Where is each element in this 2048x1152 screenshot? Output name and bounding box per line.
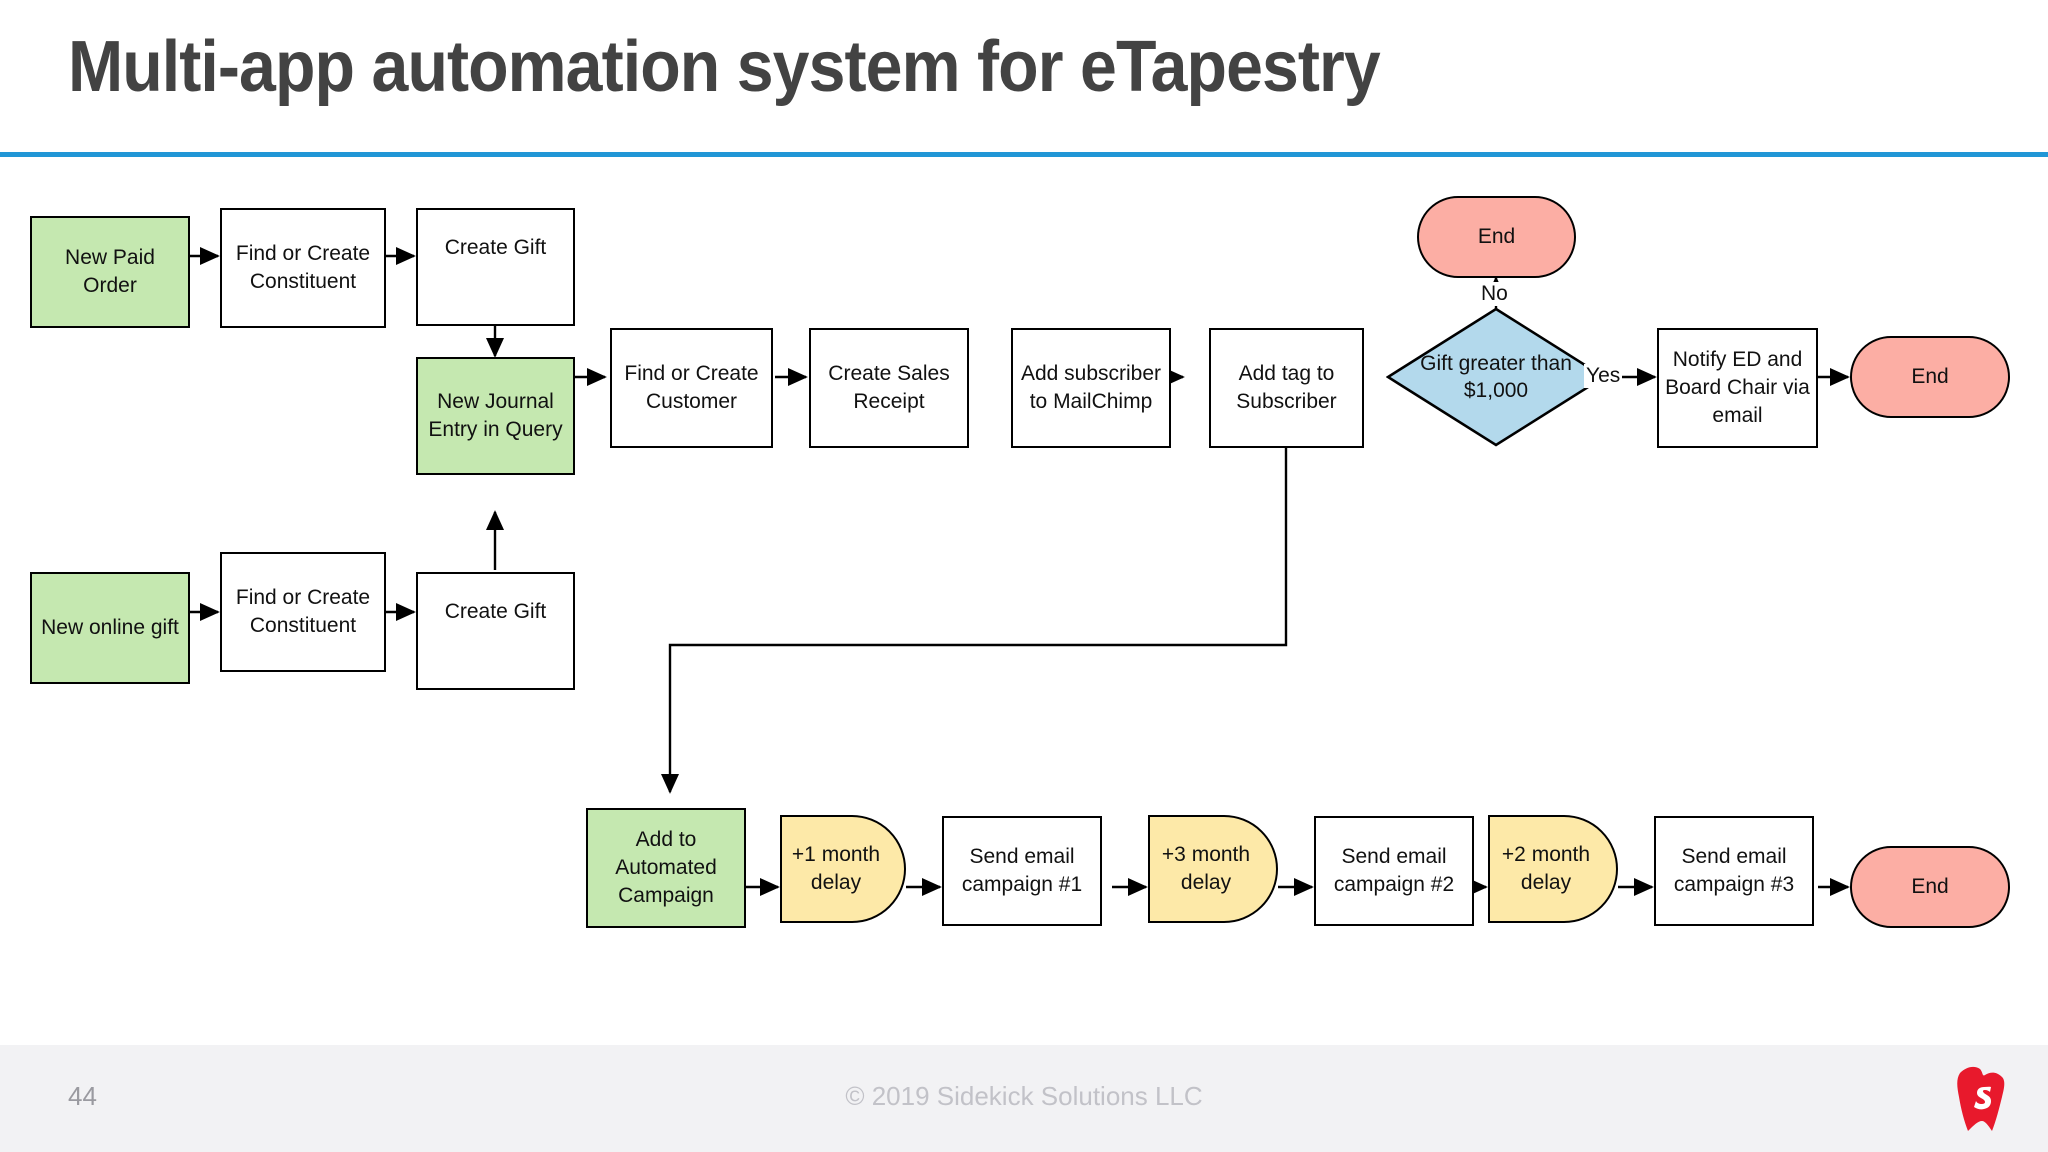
node-label: End (1477, 225, 1516, 248)
node-label: End (1911, 875, 1949, 898)
node-label: Add to Automated Campaign (615, 828, 717, 907)
diamond-shape (1386, 307, 1606, 447)
node-label: Add tag to Subscriber (1236, 362, 1337, 413)
node-label: +1 month delay (791, 843, 881, 894)
node-add-to-automated-campaign[interactable]: Add to Automated Campaign (586, 808, 746, 928)
node-label: Notify ED and Board Chair via email (1665, 348, 1810, 427)
title-zone: Multi-app automation system for eTapestr… (0, 0, 2048, 150)
node-find-or-create-constituent-1[interactable]: Find or Create Constituent (220, 208, 386, 328)
node-send-email-campaign-3[interactable]: Send email campaign #3 (1654, 816, 1814, 926)
title-divider (0, 152, 2048, 157)
copyright-text: © 2019 Sidekick Solutions LLC (845, 1081, 1203, 1111)
node-send-email-campaign-2[interactable]: Send email campaign #2 (1314, 816, 1474, 926)
node-label: Find or Create Constituent (235, 586, 371, 637)
node-delay-2-month[interactable]: +2 month delay (1488, 815, 1618, 923)
node-find-or-create-customer[interactable]: Find or Create Customer (610, 328, 773, 448)
node-create-gift-1[interactable]: Create Gift (416, 208, 575, 326)
flowchart-canvas: New Paid Order Find or Create Constituen… (0, 160, 2048, 1040)
node-label: New Journal Entry in Query (428, 390, 563, 441)
node-find-or-create-constituent-2[interactable]: Find or Create Constituent (220, 552, 386, 672)
edge-label-yes: Yes (1584, 364, 1623, 388)
node-label: New online gift (41, 616, 179, 640)
slide-footer: 44 © 2019 Sidekick Solutions LLC (0, 1045, 2048, 1152)
node-label: Create Sales Receipt (828, 362, 950, 413)
node-label: New Paid Order (65, 246, 155, 297)
node-delay-1-month[interactable]: +1 month delay (780, 815, 906, 923)
node-new-journal-entry-in-query[interactable]: New Journal Entry in Query (416, 357, 575, 475)
edge-label-no: No (1479, 282, 1510, 306)
node-label: Create Gift (444, 600, 547, 623)
node-new-paid-order[interactable]: New Paid Order (30, 216, 190, 328)
node-end-campaign[interactable]: End (1850, 846, 2010, 928)
node-label: Create Gift (444, 236, 547, 259)
node-label: Send email campaign #2 (1333, 845, 1455, 896)
node-add-subscriber-to-mailchimp[interactable]: Add subscriber to MailChimp (1011, 328, 1171, 448)
node-add-tag-to-subscriber[interactable]: Add tag to Subscriber (1209, 328, 1364, 448)
node-label: End (1911, 365, 1949, 388)
node-label: +2 month delay (1501, 843, 1591, 894)
node-label: +3 month delay (1161, 843, 1251, 894)
node-label: Find or Create Customer (624, 362, 759, 413)
node-create-sales-receipt[interactable]: Create Sales Receipt (809, 328, 969, 448)
node-send-email-campaign-1[interactable]: Send email campaign #1 (942, 816, 1102, 926)
node-label: Send email campaign #3 (1673, 845, 1795, 896)
node-end-no-branch[interactable]: End (1417, 196, 1576, 278)
node-notify-ed-and-board-chair[interactable]: Notify ED and Board Chair via email (1657, 328, 1818, 448)
node-label: Find or Create Constituent (235, 242, 371, 293)
node-delay-3-month[interactable]: +3 month delay (1148, 815, 1278, 923)
node-label: Send email campaign #1 (961, 845, 1083, 896)
node-new-online-gift[interactable]: New online gift (30, 572, 190, 684)
page-number: 44 (68, 1081, 97, 1111)
sidekick-s-logo-icon (1957, 1066, 2005, 1131)
node-label: Add subscriber to MailChimp (1020, 362, 1162, 413)
node-create-gift-2[interactable]: Create Gift (416, 572, 575, 690)
node-end-notify[interactable]: End (1850, 336, 2010, 418)
node-gift-greater-than-1000[interactable]: Gift greater than $1,000 (1386, 307, 1606, 447)
page-title: Multi-app automation system for eTapestr… (68, 27, 1381, 107)
